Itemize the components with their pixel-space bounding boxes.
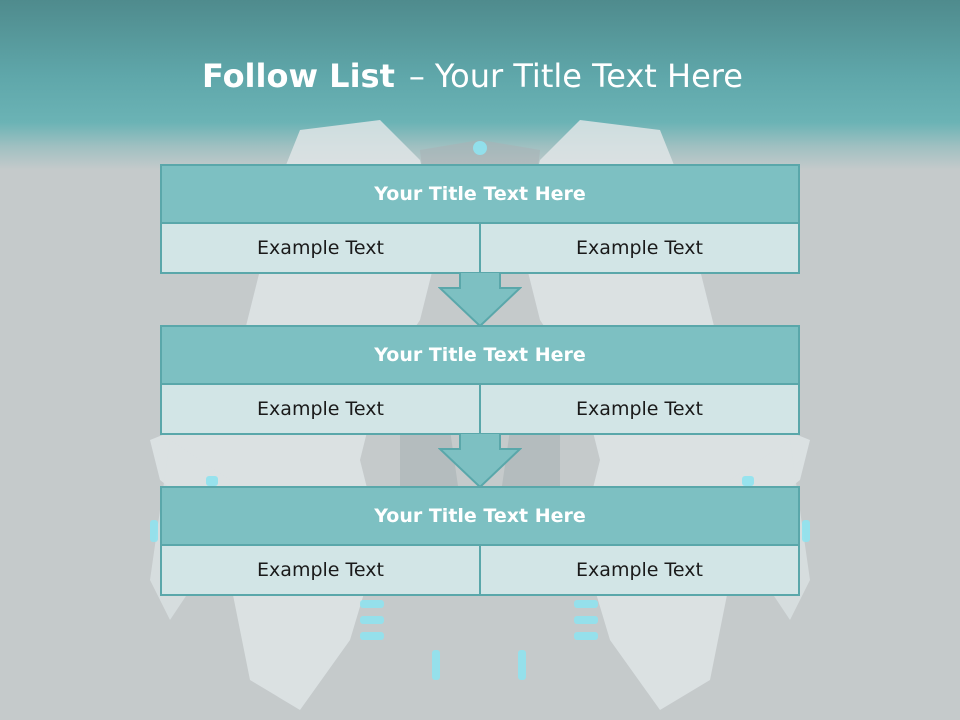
step-row: Example Text Example Text <box>162 385 798 433</box>
slide-title-separator: – <box>408 57 425 95</box>
step-title: Your Title Text Here <box>162 166 798 224</box>
down-arrow-icon <box>438 272 522 328</box>
step-text-right: Example Text <box>479 385 798 433</box>
down-arrow-icon <box>438 433 522 489</box>
step-box-2: Your Title Text Here Example Text Exampl… <box>160 325 800 435</box>
slide-title-rest: Your Title Text Here <box>434 57 743 95</box>
slide-title-bold: Follow List <box>202 57 395 95</box>
step-box-3: Your Title Text Here Example Text Exampl… <box>160 486 800 596</box>
slide-title: Follow List–Your Title Text Here <box>202 54 743 98</box>
step-text-left: Example Text <box>162 385 479 433</box>
step-text-right: Example Text <box>479 224 798 272</box>
step-title: Your Title Text Here <box>162 488 798 546</box>
step-title: Your Title Text Here <box>162 327 798 385</box>
step-row: Example Text Example Text <box>162 224 798 272</box>
step-text-right: Example Text <box>479 546 798 594</box>
step-text-left: Example Text <box>162 224 479 272</box>
step-row: Example Text Example Text <box>162 546 798 594</box>
step-text-left: Example Text <box>162 546 479 594</box>
step-box-1: Your Title Text Here Example Text Exampl… <box>160 164 800 274</box>
